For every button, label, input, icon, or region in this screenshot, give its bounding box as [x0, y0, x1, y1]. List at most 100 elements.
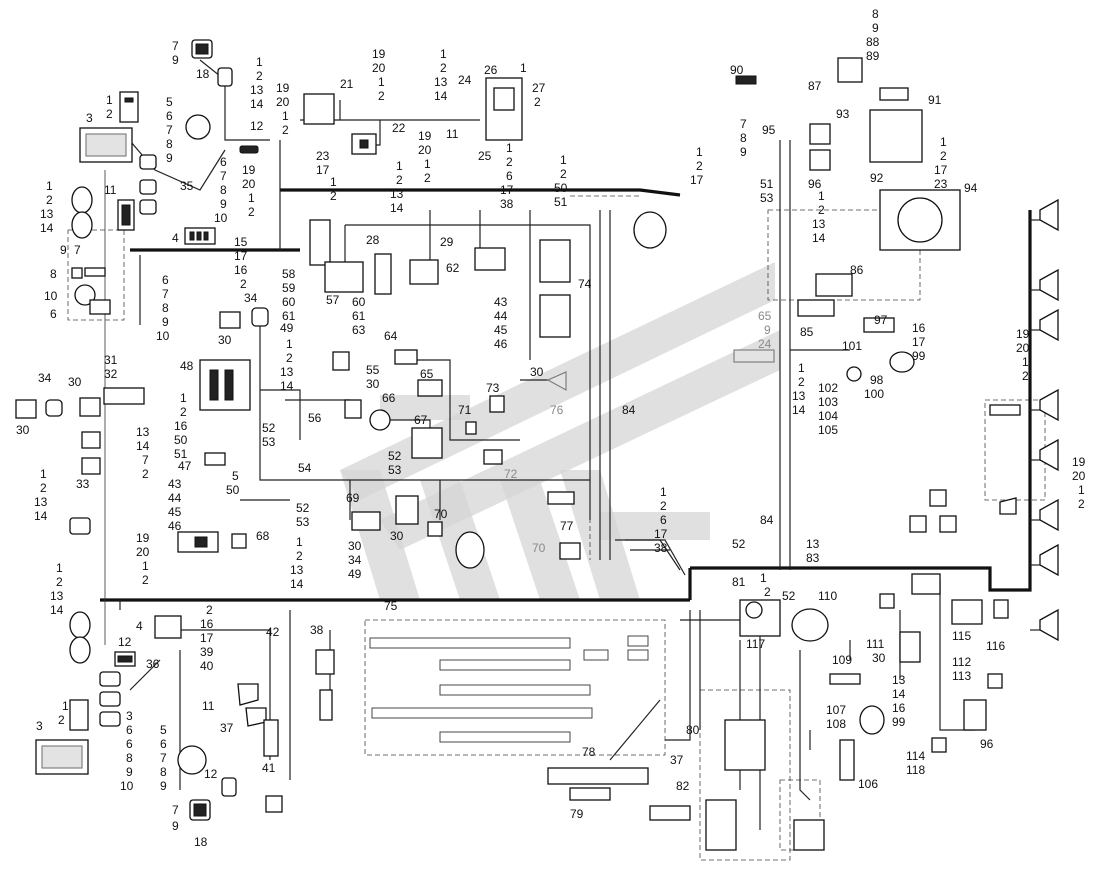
label: 13 — [250, 83, 264, 97]
switch-34-left — [45, 399, 63, 417]
socket-41b — [265, 795, 283, 813]
label: 36 — [146, 657, 160, 671]
module-67 — [411, 427, 443, 459]
horn-5 — [185, 114, 211, 140]
label: 64 — [384, 329, 398, 343]
horn-37 — [177, 745, 207, 775]
label: 1 — [296, 535, 303, 549]
label: 2 — [40, 481, 47, 495]
label: 37 — [220, 721, 234, 735]
label: 1 — [940, 135, 947, 149]
right-lamps — [1039, 198, 1059, 642]
label: 14 — [892, 687, 906, 701]
label: 1 — [256, 55, 263, 69]
label: 108 — [826, 717, 846, 731]
components — [15, 39, 1021, 851]
label: 23 — [934, 177, 948, 191]
label: 14 — [50, 603, 64, 617]
connector-116 — [993, 599, 1009, 619]
label: 105 — [818, 423, 838, 437]
label: 56 — [308, 411, 322, 425]
connector-114 — [931, 737, 947, 753]
label: 12 — [250, 119, 264, 133]
label: 34 — [38, 371, 52, 385]
label: 20 — [418, 143, 432, 157]
label: 1 — [1022, 355, 1029, 369]
fuse-panel — [369, 635, 649, 743]
label: 6 — [506, 169, 513, 183]
label: 98 — [870, 373, 884, 387]
switch-56 — [344, 399, 362, 419]
switch-73 — [489, 395, 505, 413]
label: 53 — [388, 463, 402, 477]
label: 117 — [746, 637, 765, 651]
label: 8 — [220, 183, 227, 197]
label: 62 — [446, 261, 460, 275]
label: 9 — [126, 765, 133, 779]
label: 8 — [872, 7, 879, 21]
label: 2 — [440, 61, 447, 75]
label: 75 — [384, 599, 398, 613]
label: 47 — [178, 459, 192, 473]
label: 2 — [256, 69, 263, 83]
label: 2 — [46, 193, 53, 207]
label: 14 — [792, 403, 806, 417]
label: 30 — [390, 529, 404, 543]
label: 9 — [764, 323, 771, 337]
label: 17 — [316, 163, 330, 177]
label: 73 — [486, 381, 500, 395]
connector-71 — [465, 421, 477, 435]
label: 9 — [166, 151, 173, 165]
label: 10 — [214, 211, 228, 225]
label: 1 — [248, 191, 255, 205]
label: 16 — [912, 321, 926, 335]
label: 106 — [858, 777, 878, 791]
label: 14 — [812, 231, 826, 245]
label: 42 — [266, 625, 280, 639]
label: 44 — [168, 491, 182, 505]
label: 8 — [50, 267, 57, 281]
label: 61 — [282, 309, 296, 323]
wires — [119, 59, 1040, 830]
label: 94 — [964, 181, 978, 195]
label: 19 — [418, 129, 432, 143]
label: 55 — [366, 363, 380, 377]
label: 20 — [276, 95, 290, 109]
label: 100 — [864, 387, 884, 401]
label: 30 — [872, 651, 886, 665]
sensor-76 — [546, 371, 567, 391]
label: 90 — [730, 63, 744, 77]
label: 1 — [1078, 483, 1085, 497]
label: 99 — [912, 349, 926, 363]
label: 33 — [76, 477, 90, 491]
label: 9 — [60, 243, 67, 257]
label: 9 — [172, 53, 179, 67]
connector-109 — [829, 673, 861, 685]
label: 60 — [282, 295, 296, 309]
label: 15 — [234, 235, 248, 249]
label: 60 — [352, 295, 366, 309]
label: 31 — [104, 353, 118, 367]
label: 93 — [836, 107, 850, 121]
label: 2 — [330, 189, 337, 203]
label: 66 — [382, 391, 396, 405]
label: 34 — [244, 291, 258, 305]
label: 1 — [760, 571, 767, 585]
switch-1-top — [119, 91, 139, 123]
switch-30-left — [15, 399, 37, 419]
light-left-2 — [69, 611, 91, 639]
fuse-block-58 — [309, 219, 331, 266]
label: 19 — [372, 47, 386, 61]
label: 53 — [760, 191, 774, 205]
connector-38 — [315, 649, 335, 675]
label: 14 — [434, 89, 448, 103]
fuse-strip-78 — [547, 767, 649, 785]
label: 3 — [36, 719, 43, 733]
label: 83 — [806, 551, 820, 565]
label: 23 — [316, 149, 330, 163]
label: 13 — [812, 217, 826, 231]
label: 9 — [220, 197, 227, 211]
label: 1 — [424, 157, 431, 171]
label: 2 — [660, 499, 667, 513]
label: 12 — [204, 767, 218, 781]
